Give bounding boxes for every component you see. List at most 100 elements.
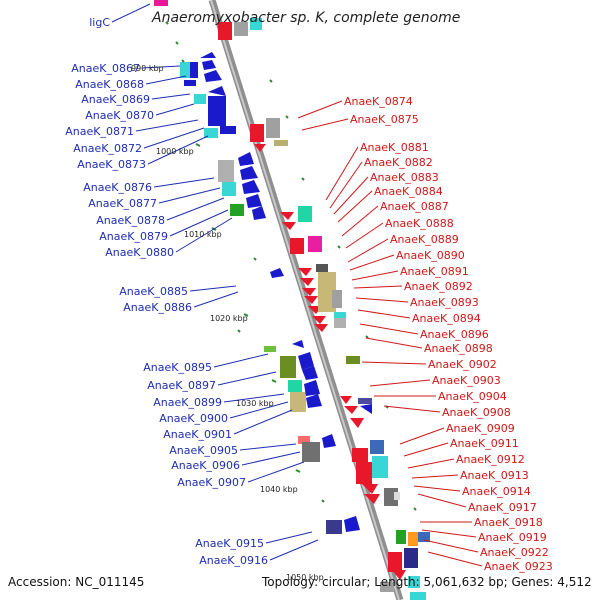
gene-label-right: AnaeK_0883 xyxy=(370,171,439,184)
connector-line xyxy=(239,443,297,451)
connector-line xyxy=(369,379,431,387)
connector-line xyxy=(411,474,459,479)
scale-tick-label: 1010 kbp xyxy=(184,230,222,239)
gene-label-left: AnaeK_0915 xyxy=(195,537,264,550)
gene-label-right: AnaeK_0914 xyxy=(462,485,531,498)
gene-label-left: AnaeK_0877 xyxy=(88,197,157,210)
gene-label-left: AnaeK_0900 xyxy=(159,412,228,425)
gene-label-right: AnaeK_0874 xyxy=(344,95,413,108)
gene-label-right: AnaeK_0891 xyxy=(400,265,469,278)
gene-label-left: AnaeK_0872 xyxy=(73,142,142,155)
gene-label-left: AnaeK_0869 xyxy=(81,93,150,106)
connector-line xyxy=(241,451,301,466)
connector-line xyxy=(269,539,319,561)
connector-line xyxy=(361,361,427,365)
gene-label-right: AnaeK_0903 xyxy=(432,374,501,387)
connector-line xyxy=(145,75,187,85)
accession-text: Accession: NC_011145 xyxy=(8,575,145,589)
connector-line xyxy=(357,309,411,319)
gene-label-left: AnaeK_0916 xyxy=(199,554,268,567)
connector-line xyxy=(325,146,359,201)
connector-line xyxy=(155,103,195,116)
connector-line xyxy=(349,254,395,271)
connector-line xyxy=(297,100,343,119)
right-gene-labels: AnaeK_0874AnaeK_0875AnaeK_0881AnaeK_0882… xyxy=(344,95,553,573)
connector-line xyxy=(229,401,289,419)
left-gene-labels: ligCAnaeK_0867AnaeK_0868AnaeK_0869AnaeK_… xyxy=(65,16,268,567)
gene-label-right: AnaeK_0919 xyxy=(478,531,547,544)
connector-line xyxy=(265,531,313,544)
connector-line xyxy=(399,427,445,445)
connector-line xyxy=(365,337,423,349)
left-connector-lines xyxy=(111,3,319,561)
connector-line xyxy=(151,93,191,100)
gene-label-left: AnaeK_0899 xyxy=(153,396,222,409)
connector-line xyxy=(345,222,384,249)
connector-line xyxy=(166,197,225,221)
connector-line xyxy=(353,285,403,289)
connector-line xyxy=(333,176,369,215)
connector-line xyxy=(347,238,389,263)
connector-line xyxy=(169,209,229,237)
gene-label-left: AnaeK_0905 xyxy=(169,444,238,457)
connector-line xyxy=(351,270,399,281)
gene-label-left: AnaeK_0868 xyxy=(75,78,144,91)
gene-label-right: AnaeK_0923 xyxy=(484,560,553,573)
scale-tick-label: 1020 kbp xyxy=(210,314,248,323)
scale-tick-label: 1050 kbp xyxy=(286,573,324,582)
gene-label-right: AnaeK_0894 xyxy=(412,312,481,325)
scale-dashes xyxy=(165,21,417,511)
gene-label-right: AnaeK_0884 xyxy=(374,185,443,198)
connector-line xyxy=(427,551,483,567)
gene-label-right: AnaeK_0918 xyxy=(474,516,543,529)
connector-line xyxy=(341,205,379,237)
connector-line xyxy=(158,187,221,204)
connector-line xyxy=(175,217,233,253)
connector-line xyxy=(143,127,205,149)
gene-label-right: AnaeK_0898 xyxy=(424,342,493,355)
connector-line xyxy=(383,405,441,413)
scale-tick-label: 990 kbp xyxy=(131,64,164,73)
connector-line xyxy=(193,291,239,308)
gene-label-right: AnaeK_0889 xyxy=(390,233,459,246)
connector-line xyxy=(247,461,305,483)
gene-label-right: AnaeK_0881 xyxy=(360,141,429,154)
genome-summary-text: Topology: circular; Length: 5,061,632 bp… xyxy=(262,575,592,589)
gene-label-left: AnaeK_0873 xyxy=(77,158,146,171)
scale-tick-label: 1040 kbp xyxy=(260,485,298,494)
connector-line xyxy=(141,65,181,69)
connector-line xyxy=(407,458,455,469)
gene-label-left: AnaeK_0878 xyxy=(96,214,165,227)
connector-line xyxy=(403,442,449,457)
scale-tick-label: 1030 kbp xyxy=(236,399,274,408)
gene-label-left: ligC xyxy=(89,16,110,29)
gene-label-right: AnaeK_0909 xyxy=(446,422,515,435)
gene-label-left: AnaeK_0907 xyxy=(177,476,246,489)
gene-features xyxy=(154,0,430,600)
gene-label-right: AnaeK_0887 xyxy=(380,200,449,213)
connector-line xyxy=(355,297,409,303)
connector-line xyxy=(417,493,467,508)
gene-label-left: AnaeK_0876 xyxy=(83,181,152,194)
right-connector-lines xyxy=(297,100,483,567)
connector-line xyxy=(233,409,293,435)
gene-label-left: AnaeK_0886 xyxy=(123,301,192,314)
gene-label-left: AnaeK_0879 xyxy=(99,230,168,243)
gene-label-left: AnaeK_0906 xyxy=(171,459,240,472)
gene-label-right: AnaeK_0893 xyxy=(410,296,479,309)
gene-label-right: AnaeK_0896 xyxy=(420,328,489,341)
gene-label-right: AnaeK_0911 xyxy=(450,437,519,450)
gene-label-right: AnaeK_0912 xyxy=(456,453,525,466)
connector-line xyxy=(153,177,215,188)
gene-label-right: AnaeK_0888 xyxy=(385,217,454,230)
connector-line xyxy=(301,118,349,131)
connector-line xyxy=(329,161,363,209)
connector-line xyxy=(189,285,237,292)
gene-label-right: AnaeK_0913 xyxy=(460,469,529,482)
connector-line xyxy=(423,539,479,553)
connector-line xyxy=(413,485,461,492)
gene-label-right: AnaeK_0904 xyxy=(438,390,507,403)
connector-line xyxy=(337,190,373,223)
